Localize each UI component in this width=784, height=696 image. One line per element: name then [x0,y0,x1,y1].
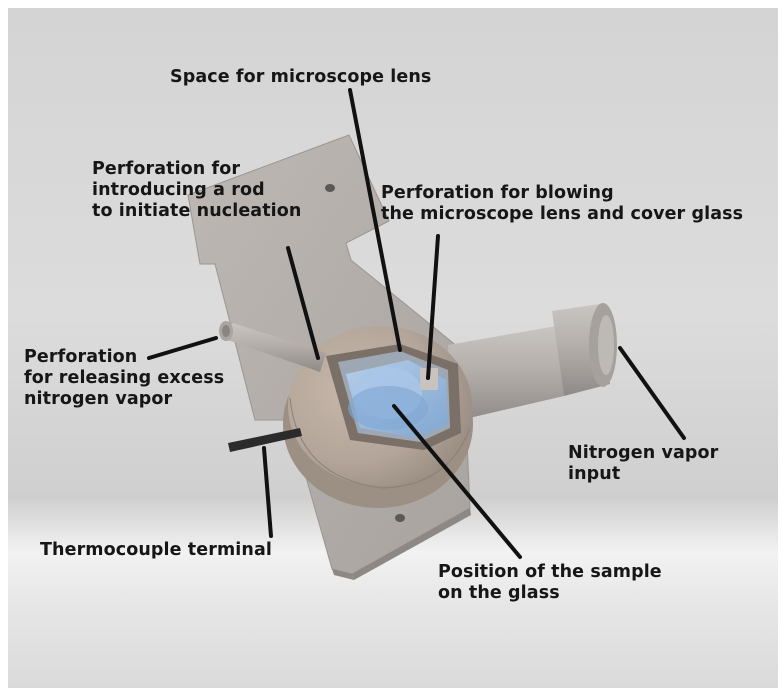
label-microscope-lens-space: Space for microscope lens [170,67,432,87]
leader-thermocouple [262,446,273,538]
plate-hole-bottom [395,514,405,522]
plate-hole-top [325,184,335,192]
label-rod-perforation: Perforation for introducing a rod to ini… [92,159,302,221]
excess-vapor-nozzle [219,321,326,372]
nitrogen-input-tube [448,303,617,422]
label-blowing-perforation: Perforation for blowing the microscope l… [381,183,744,224]
leader-sample-position [392,404,522,559]
thermocouple-terminal [228,428,302,452]
label-excess-vapor-perforation: Perforation for releasing excess nitroge… [24,347,225,409]
label-nitrogen-input: Nitrogen vapor input [568,443,719,484]
diagram-scene: Space for microscope lens Perforation fo… [8,8,778,688]
leader-nitrogen-input [618,346,686,440]
device-illustration [147,88,686,580]
sample-chamber [326,344,461,450]
label-sample-position: Position of the sample on the glass [438,562,662,603]
leader-excess-vapor [147,336,218,360]
label-thermocouple: Thermocouple terminal [40,540,272,560]
leader-blowing-perforation [426,234,440,380]
leader-microscope-lens [348,88,402,352]
leader-rod-perforation [286,246,320,360]
leader-lines [147,88,686,559]
